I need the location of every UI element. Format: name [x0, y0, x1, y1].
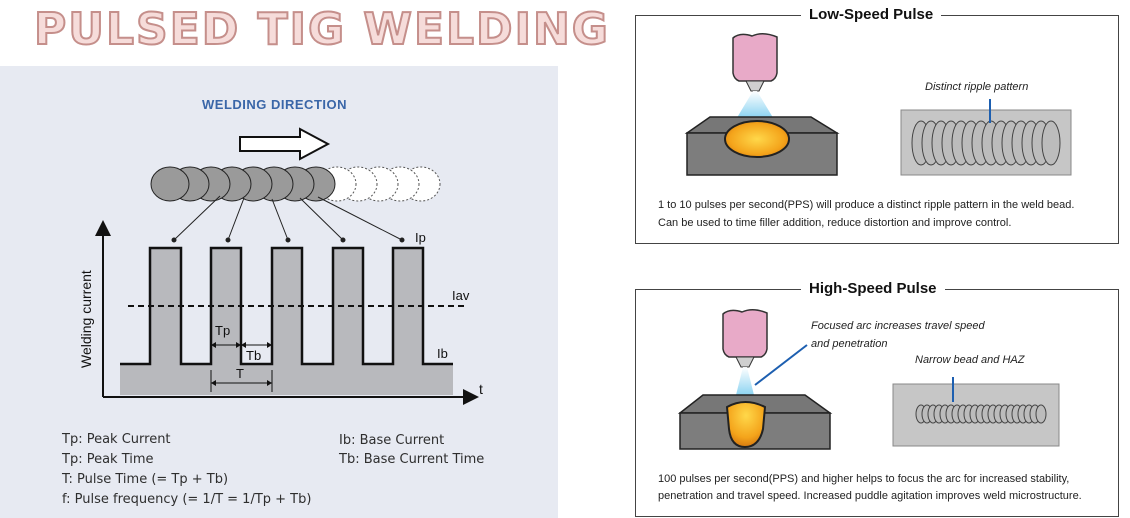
- direction-arrow-icon: [239, 127, 331, 161]
- pulse-diagram: Ip Iav Ib Tp Tb T t Welding current: [78, 127, 483, 405]
- ib-label: Ib: [437, 346, 448, 361]
- low-speed-description-line: 1 to 10 pulses per second(PPS) will prod…: [658, 199, 1075, 211]
- welding-direction-label: WELDING DIRECTION: [202, 97, 347, 112]
- torch-nozzle-icon: [732, 33, 778, 82]
- weld-bead-discs: [150, 166, 441, 202]
- tb-label: Tb: [246, 348, 261, 363]
- ip-label: Ip: [415, 230, 426, 245]
- iav-label: Iav: [452, 288, 470, 303]
- high-speed-illustration: [677, 309, 1060, 450]
- high-speed-title: High-Speed Pulse: [801, 280, 945, 297]
- low-speed-title: Low-Speed Pulse: [801, 6, 942, 23]
- high-speed-description-line: penetration and travel speed. Increased …: [658, 490, 1082, 502]
- narrow-bead: [915, 404, 1047, 424]
- x-axis-label: t: [479, 381, 483, 397]
- low-speed-illustration: [684, 33, 1072, 176]
- tp-label: Tp: [215, 323, 230, 338]
- legend-item: Tp: Peak Time: [62, 452, 154, 467]
- focused-arc-note: Focused arc increases travel speed: [811, 320, 985, 332]
- high-speed-description-line: 100 pulses per second(PPS) and higher he…: [658, 473, 1070, 485]
- legend-item: T: Pulse Time (= Tp + Tb): [62, 472, 229, 487]
- legend-item: f: Pulse frequency (= 1/T = 1/Tp + Tb): [62, 492, 312, 507]
- legend-item: Tb: Base Current Time: [339, 452, 485, 467]
- low-speed-description-line: Can be used to time filler addition, red…: [658, 217, 1012, 229]
- y-axis-label: Welding current: [78, 270, 94, 368]
- narrow-bead-note: Narrow bead and HAZ: [915, 354, 1025, 366]
- torch-nozzle-icon: [722, 309, 768, 358]
- page-title: PULSED TIG WELDING: [33, 3, 610, 56]
- ripple-bead: [911, 120, 1061, 166]
- legend-item: Tp: Peak Current: [62, 432, 171, 447]
- legend-item: Ib: Base Current: [339, 433, 445, 448]
- t-period-label: T: [236, 366, 244, 381]
- ripple-pattern-note: Distinct ripple pattern: [925, 81, 1029, 93]
- focused-arc-note: and penetration: [811, 338, 888, 350]
